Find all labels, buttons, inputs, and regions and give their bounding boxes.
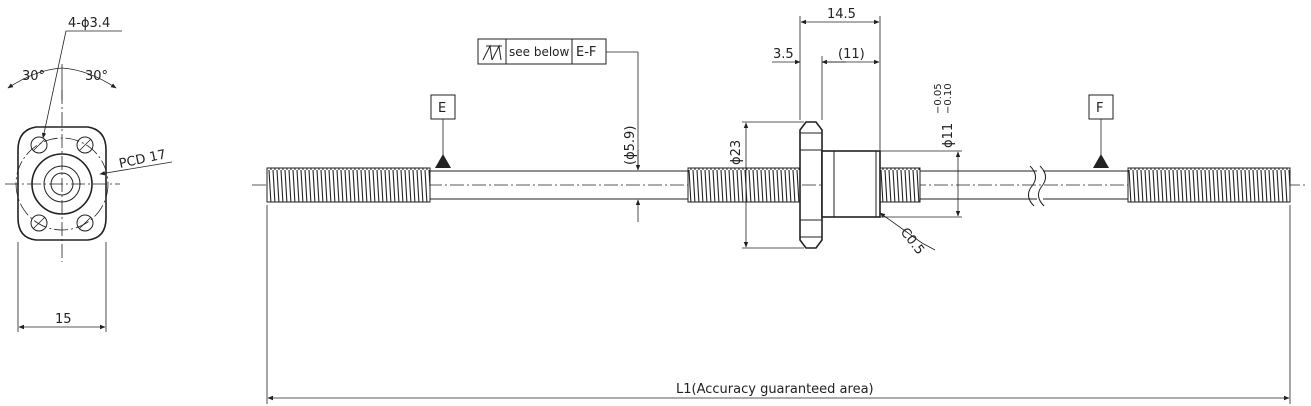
thread-section-mid xyxy=(687,167,801,203)
section-e-box xyxy=(430,94,456,120)
length-label: L1(Accuracy guaranteed area) xyxy=(676,382,874,397)
thread-section-right xyxy=(1127,167,1291,203)
pcd-circle xyxy=(15,137,109,231)
break-mark xyxy=(1028,165,1036,207)
tol-upper: −0.05 xyxy=(933,83,944,114)
runout-frame: see below E-F xyxy=(477,38,639,168)
mount-hole xyxy=(76,214,94,232)
section-f-box xyxy=(1088,94,1114,120)
angle-right-label: 30° xyxy=(85,69,108,84)
dim-14-5: 14.5 xyxy=(827,7,856,22)
dim-phi-11: ϕ11 xyxy=(941,123,956,148)
side-view: E F see below E-F (ϕ5.9) xyxy=(252,7,1308,404)
dim-11: (11) xyxy=(838,47,865,62)
section-e-label: E xyxy=(438,101,446,116)
width-dimension: 15 xyxy=(55,312,72,327)
dim-phi-5-9: (ϕ5.9) xyxy=(623,126,638,165)
thread-section-left xyxy=(266,167,431,203)
break-mark xyxy=(1038,165,1046,207)
dim-phi-23: ϕ23 xyxy=(729,140,744,165)
hole-callout: 4-ϕ3.4 xyxy=(68,16,110,31)
angle-left-label: 30° xyxy=(22,69,45,84)
end-view: 4-ϕ3.4 30° 30° PCD 17 15 xyxy=(5,16,173,332)
section-f-label: F xyxy=(1096,101,1103,116)
pcd-label: PCD 17 xyxy=(118,147,168,172)
thread-section-nut-right xyxy=(879,167,921,203)
nut-body-side xyxy=(821,150,881,218)
datum-e-triangle xyxy=(435,154,451,168)
runout-datum: E-F xyxy=(576,45,596,60)
nut-flange xyxy=(799,121,823,249)
chamfer-label: C0.5 xyxy=(897,225,927,258)
dim-3-5: 3.5 xyxy=(773,47,794,62)
mount-hole xyxy=(30,136,48,154)
datum-f-triangle xyxy=(1093,154,1109,168)
runout-note: see below xyxy=(509,45,570,59)
flange-outline xyxy=(17,126,107,241)
mount-hole xyxy=(76,136,94,154)
shaft-outer xyxy=(43,165,81,203)
shaft-inner xyxy=(50,172,74,196)
mount-hole xyxy=(30,214,48,232)
tol-lower: −0.10 xyxy=(943,83,954,114)
nut-body xyxy=(31,153,93,215)
runout-icon xyxy=(482,44,502,61)
